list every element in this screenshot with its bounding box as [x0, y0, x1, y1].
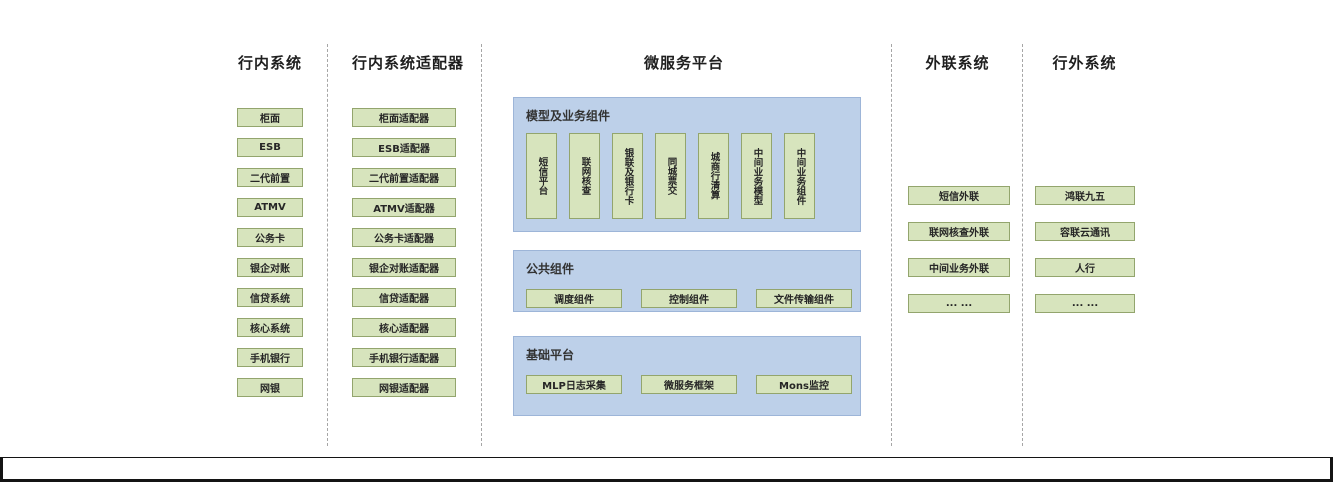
external-link-box: 中间业务外联	[908, 258, 1010, 277]
component-box: 城商行清算	[698, 133, 729, 219]
component-box: 同城票交	[655, 133, 686, 219]
column-divider-3	[891, 44, 892, 446]
external-link-box: ... ...	[908, 294, 1010, 313]
component-box: 调度组件	[526, 289, 622, 308]
component-box: 联网核查	[569, 133, 600, 219]
adapters-list: 柜面适配器 ESB适配器 二代前置适配器 ATMV适配器 公务卡适配器 银企对账…	[352, 108, 456, 397]
adapter-box: 信贷适配器	[352, 288, 456, 307]
adapter-box: 手机银行适配器	[352, 348, 456, 367]
system-box: 网银	[237, 378, 303, 397]
adapter-box: ATMV适配器	[352, 198, 456, 217]
column-title-internal-systems: 行内系统	[237, 54, 302, 72]
column-title-external-link-systems: 外联系统	[925, 54, 990, 72]
component-box: 中间业务模型	[741, 133, 772, 219]
adapter-box: 网银适配器	[352, 378, 456, 397]
panel-model-business-components: 模型及业务组件 短信平台 联网核查 银联及银行卡 同城票交 城商行清算 中间业务…	[513, 97, 861, 232]
adapter-box: 核心适配器	[352, 318, 456, 337]
external-link-box: 短信外联	[908, 186, 1010, 205]
column-divider-4	[1022, 44, 1023, 446]
component-box: 银联及银行卡	[612, 133, 643, 219]
system-box: 二代前置	[237, 168, 303, 187]
external-link-box: 联网核查外联	[908, 222, 1010, 241]
component-box: 微服务框架	[641, 375, 737, 394]
external-system-box: 容联云通讯	[1035, 222, 1135, 241]
system-box: 核心系统	[237, 318, 303, 337]
component-box: Mons监控	[756, 375, 852, 394]
column-title-adapters: 行内系统适配器	[351, 54, 464, 72]
adapter-box: 银企对账适配器	[352, 258, 456, 277]
panel-title-model-business: 模型及业务组件	[526, 109, 611, 123]
system-box: 公务卡	[237, 228, 303, 247]
component-box: 短信平台	[526, 133, 557, 219]
system-box: 信贷系统	[237, 288, 303, 307]
system-box: ESB	[237, 138, 303, 157]
adapter-box: 公务卡适配器	[352, 228, 456, 247]
column-divider-2	[481, 44, 482, 446]
internal-systems-list: 柜面 ESB 二代前置 ATMV 公务卡 银企对账 信贷系统 核心系统 手机银行…	[237, 108, 303, 397]
column-divider-1	[327, 44, 328, 446]
panel-title-base-platform: 基础平台	[526, 348, 575, 362]
external-system-box: 人行	[1035, 258, 1135, 277]
panel-common-components: 公共组件 调度组件 控制组件 文件传输组件	[513, 250, 861, 312]
adapter-box: 柜面适配器	[352, 108, 456, 127]
common-component-row: 调度组件 控制组件 文件传输组件	[514, 277, 860, 308]
column-title-microservice-platform: 微服务平台	[643, 54, 724, 72]
external-system-box: 鸿联九五	[1035, 186, 1135, 205]
panel-title-common-components: 公共组件	[526, 262, 575, 276]
external-link-systems-list: 短信外联 联网核查外联 中间业务外联 ... ...	[908, 186, 1010, 313]
system-box: 手机银行	[237, 348, 303, 367]
component-box: 控制组件	[641, 289, 737, 308]
system-box: 柜面	[237, 108, 303, 127]
component-box: 文件传输组件	[756, 289, 852, 308]
adapter-box: ESB适配器	[352, 138, 456, 157]
external-systems-list: 鸿联九五 容联云通讯 人行 ... ...	[1035, 186, 1135, 313]
vertical-component-row: 短信平台 联网核查 银联及银行卡 同城票交 城商行清算 中间业务模型 中间业务组…	[514, 124, 860, 219]
component-box: MLP日志采集	[526, 375, 622, 394]
panel-base-platform: 基础平台 MLP日志采集 微服务框架 Mons监控	[513, 336, 861, 416]
component-box: 中间业务组件	[784, 133, 815, 219]
base-platform-row: MLP日志采集 微服务框架 Mons监控	[514, 363, 860, 394]
adapter-box: 二代前置适配器	[352, 168, 456, 187]
system-box: ATMV	[237, 198, 303, 217]
external-system-box: ... ...	[1035, 294, 1135, 313]
column-title-external-systems: 行外系统	[1052, 54, 1117, 72]
system-box: 银企对账	[237, 258, 303, 277]
bottom-frame-line	[0, 457, 1333, 482]
